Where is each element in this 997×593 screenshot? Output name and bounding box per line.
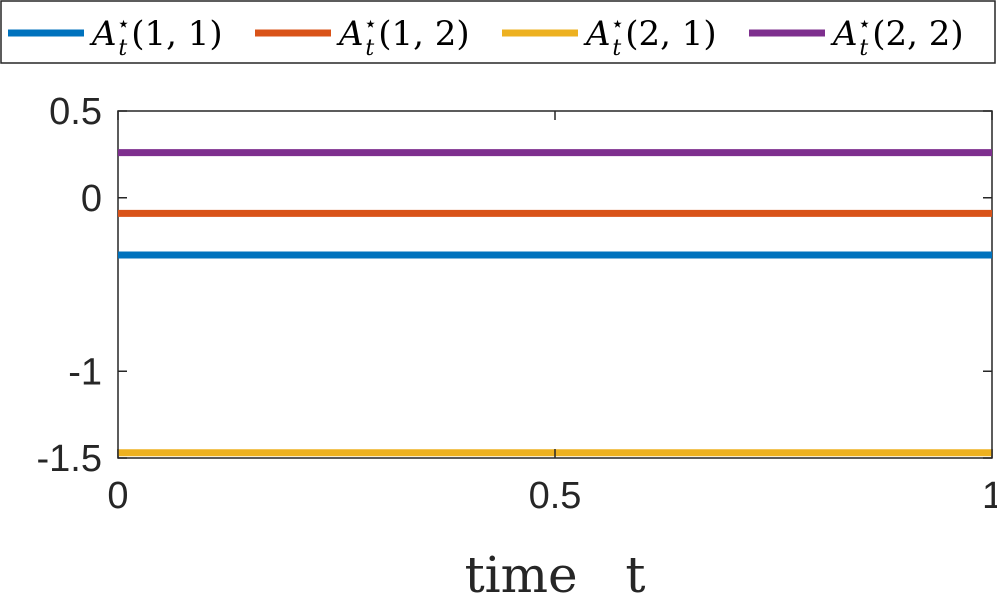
tick-layer: -1.5 -1 0 0.5 0 0.5 1 xyxy=(37,91,997,517)
x-tick-label: 0.5 xyxy=(529,475,582,517)
legend-item-3: A⋆t(2, 1) xyxy=(502,12,717,61)
legend-item-1: A⋆t(1, 1) xyxy=(8,12,223,61)
y-tick-label: -1.5 xyxy=(37,438,102,480)
legend: A⋆t(1, 1) A⋆t(1, 2) A⋆t(2, 1) A⋆t(2, 2) xyxy=(0,0,996,64)
x-axis-label: time t xyxy=(465,546,646,593)
legend-box xyxy=(0,0,996,64)
plot-area-frame xyxy=(117,110,993,459)
legend-item-4: A⋆t(2, 2) xyxy=(749,12,964,61)
y-tick-label: 0.5 xyxy=(49,91,102,133)
plot-axes xyxy=(117,110,993,459)
x-tick-label: 0 xyxy=(107,475,128,517)
legend-label: A⋆t(2, 2) xyxy=(830,12,964,61)
legend-item-2: A⋆t(1, 2) xyxy=(255,12,470,61)
legend-label: A⋆t(2, 1) xyxy=(583,12,717,61)
x-tick-label: 1 xyxy=(982,475,997,517)
y-tick-label: 0 xyxy=(81,178,102,220)
legend-label: A⋆t(1, 2) xyxy=(336,12,470,61)
y-tick-label: -1 xyxy=(68,351,102,393)
legend-label: A⋆t(1, 1) xyxy=(89,12,223,61)
